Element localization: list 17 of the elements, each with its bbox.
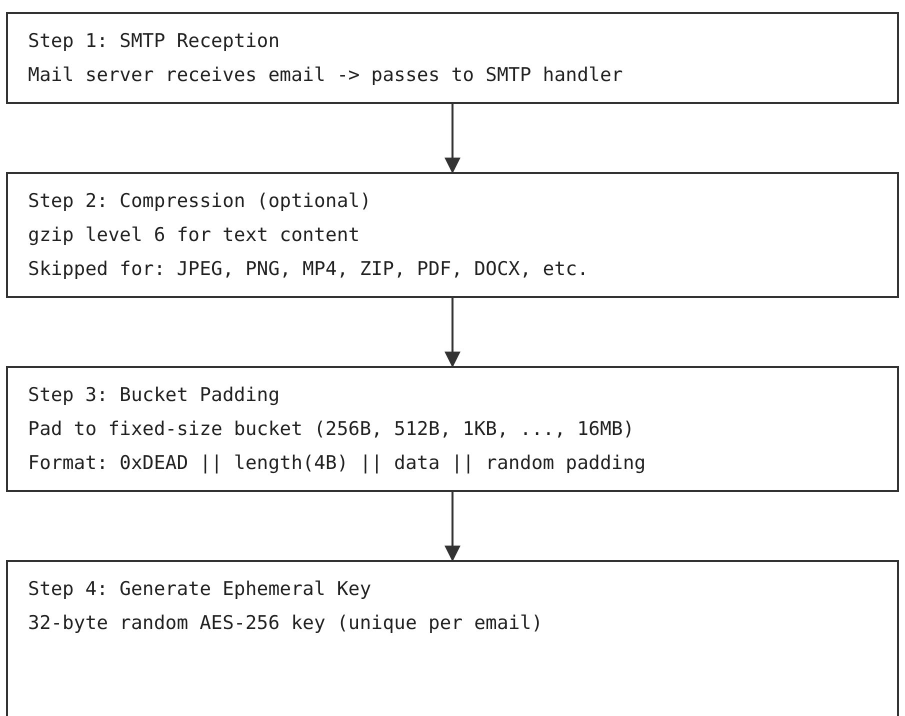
process-box: [6, 12, 899, 104]
step-heading: Step 1: SMTP Reception: [28, 29, 280, 54]
step-heading: Step 4: Generate Ephemeral Key: [28, 577, 372, 602]
step-description: 32-byte random AES-256 key (unique per email): [28, 611, 543, 636]
step-description: Format: 0xDEAD || length(4B) || data || random padding: [28, 451, 646, 476]
step-heading: Step 2: Compression (optional): [28, 189, 372, 214]
step-description: Skipped for: JPEG, PNG, MP4, ZIP, PDF, DOCX, etc.: [28, 257, 589, 282]
arrow: [444, 104, 460, 174]
step-description: gzip level 6 for text content: [28, 223, 360, 248]
arrow: [444, 298, 460, 368]
process-box: [6, 366, 899, 492]
arrow: [444, 492, 460, 562]
step-description: Mail server receives email -> passes to SMTP handler: [28, 63, 623, 88]
process-box: [6, 172, 899, 298]
step-description: Pad to fixed-size bucket (256B, 512B, 1KB, ..., 16MB): [28, 417, 634, 442]
process-box: [6, 560, 899, 716]
step-heading: Step 3: Bucket Padding: [28, 383, 280, 408]
